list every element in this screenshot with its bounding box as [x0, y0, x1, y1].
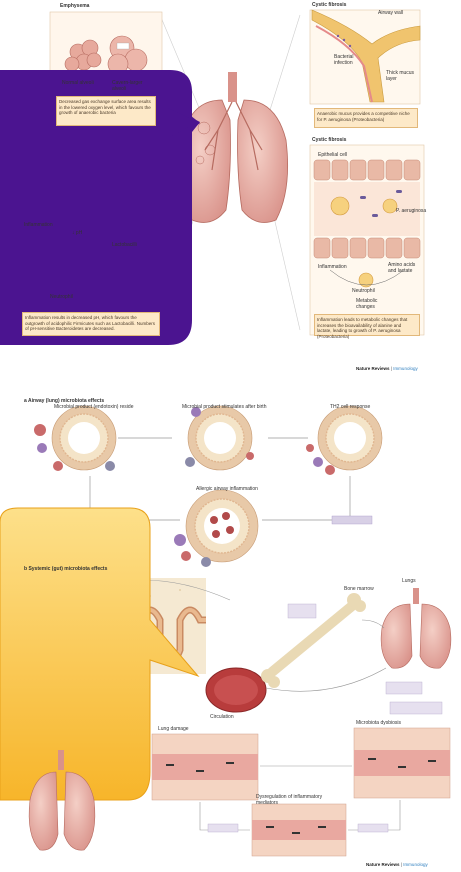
bottom-journal-name: Nature Reviews — [366, 862, 400, 867]
amino-acids-label: Amino acids and lactate — [388, 262, 422, 274]
section-a-stage1: Microbial product (endotoxin) reside — [54, 404, 133, 410]
airway-ring-1 — [34, 406, 116, 471]
inflammation-label-left: Inflammation — [24, 222, 53, 228]
cystic-top-title: Cystic fibrosis — [312, 2, 346, 8]
section-b-title: b Systemic (gut) microbiota effects — [24, 566, 107, 572]
inflammation-box-label: Dysregulation of inflammatory mediators — [256, 794, 344, 806]
airway-wall-label: Airway wall — [378, 10, 403, 16]
emphysema-title: Emphysema — [60, 3, 89, 9]
top-journal-name: Nature Reviews — [356, 366, 390, 371]
central-lungs-illustration — [180, 72, 287, 222]
neutrophil-label-right: Neutrophil — [352, 288, 375, 294]
cystic-bottom-title: Cystic fibrosis — [312, 137, 346, 143]
tissue-block-3 — [252, 804, 346, 856]
normal-alveoli-label: Normal alveoli — [62, 80, 96, 86]
circulation-label: Circulation — [210, 714, 234, 720]
bacterial-infection-label: Bacterial infection — [334, 54, 366, 66]
large-alveoli-label: Cavern-larger alveoli — [112, 80, 156, 92]
thick-mucus-label: Thick mucus layer — [386, 70, 418, 82]
top-journal-section: Immunology — [393, 366, 418, 371]
inflammation-label-right: Inflammation — [318, 264, 347, 270]
section-b-lungs — [381, 588, 451, 668]
metabolic-changes-label: Metabolic changes — [356, 298, 386, 310]
ph-label: ↓ pH — [72, 230, 82, 236]
bottom-journal-credit: Nature Reviews | Immunology — [366, 862, 428, 867]
section-a-stage2: Microbial product stimulates after birth — [182, 404, 266, 410]
neutrophil-label-left: Neutrophil — [50, 294, 73, 300]
tissue-block-2 — [354, 728, 450, 798]
cystic-top-note: Anaerobic mucus provides a competitive n… — [314, 108, 418, 128]
microbiota-dysbiosis-label: Microbiota dysbiosis — [356, 720, 401, 726]
epithelial-cell-label: Epithelial cell — [318, 152, 347, 158]
cystic-bottom-note: Inflammation leads to metabolic changes … — [314, 314, 420, 336]
section-a-center: Allergic airway inflammation — [196, 486, 258, 492]
bottom-journal-section: Immunology — [403, 862, 428, 867]
lung-damage-label: Lung damage — [158, 726, 189, 732]
emphysema-note: Decreased gas exchange surface area resu… — [56, 96, 156, 126]
lactobacilli-label: Lactobacilli — [112, 242, 137, 248]
allergic-airway-ring — [174, 490, 258, 567]
bone-marrow-label: Bone marrow — [344, 586, 374, 592]
airway-ring-2 — [185, 406, 254, 470]
tissue-block-1 — [152, 734, 258, 800]
airway-ring-3 — [306, 406, 382, 475]
lungs-label: Lungs — [402, 578, 416, 584]
left-mid-note: Inflammation results in decreased pH, wh… — [22, 312, 160, 336]
p-aeruginosa-label: P. aeruginosa — [396, 208, 426, 214]
top-journal-credit: Nature Reviews | Immunology — [356, 366, 418, 371]
section-a-stage3: TH2 cell response — [330, 404, 370, 410]
